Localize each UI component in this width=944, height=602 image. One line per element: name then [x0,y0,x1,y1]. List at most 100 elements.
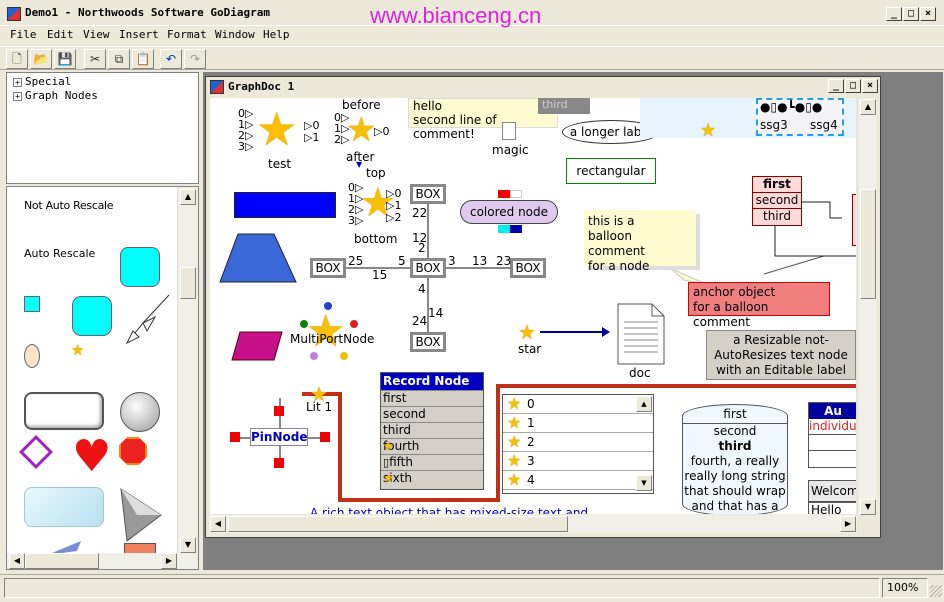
star-icon[interactable]: ★ [346,110,377,150]
new-icon[interactable]: 🗋 [6,49,28,69]
doc-maximize-button[interactable]: □ [845,79,861,93]
pin-node[interactable]: PinNode [250,428,308,446]
star-icon[interactable]: ★ [256,102,298,156]
list-item[interactable]: ★3 [503,452,653,471]
tree-view[interactable]: +Special +Graph Nodes [6,72,199,184]
trapezoid-node[interactable] [218,232,298,284]
colored-node[interactable]: colored node [460,200,558,224]
box-node-top[interactable]: BOX [410,184,446,204]
palette-diamond[interactable] [19,435,53,469]
star-icon[interactable]: ★ [306,306,346,357]
record-row[interactable]: first [381,390,483,406]
palette-gradient-rect[interactable] [24,487,104,527]
doc-hscrollbar[interactable]: ◀ ▶ [210,515,857,533]
list-item[interactable]: ★0 [503,395,653,414]
tree-item-graph-nodes[interactable]: +Graph Nodes [13,89,98,102]
pin[interactable] [274,406,284,416]
palette-rounded-rect[interactable] [24,392,104,430]
list-item[interactable]: ★4 [503,471,653,490]
parallelogram-node[interactable] [230,330,286,362]
palette-rounded-square[interactable] [120,247,160,287]
palette-hscrollbar[interactable]: ◀ ▶ [7,553,198,569]
palette-ellipse[interactable] [24,344,40,368]
list-node[interactable]: ★0 ★1 ★2 ★3 ★4 ▲ ▼ [502,394,654,494]
port-dot[interactable] [324,302,332,310]
box-node-bottom[interactable]: BOX [410,332,446,352]
doc-minimize-button[interactable]: _ [828,79,844,93]
box-node-right[interactable]: BOX [510,258,546,278]
ssg-group[interactable] [756,98,844,136]
paste-icon[interactable]: 📋 [132,49,154,69]
close-button[interactable]: × [920,7,936,21]
doc-close-button[interactable]: × [862,79,878,93]
palette[interactable]: Not Auto Rescale Auto Rescale ★ ♥ ▲ ▼ ◀ … [6,186,199,570]
palette-octagon[interactable] [119,437,147,465]
record-row[interactable]: ▯fifth [381,454,483,470]
maximize-button[interactable]: □ [903,7,919,21]
scroll-up-icon[interactable]: ▲ [180,189,196,205]
heart-icon[interactable]: ♥ [72,431,112,482]
menu-edit[interactable]: Edit [47,28,74,41]
save-icon[interactable]: 💾 [54,49,76,69]
scroll-down-icon[interactable]: ▼ [860,499,876,515]
palette-cyan-rounded[interactable] [72,296,112,336]
star-icon[interactable]: ★ [360,180,396,226]
redo-icon[interactable]: ↷ [184,49,206,69]
list-item[interactable]: ★2 [503,433,653,452]
palette-triangle[interactable] [117,485,167,545]
record-row[interactable]: second [381,406,483,422]
rich-text-node[interactable]: A rich text object that has mixed-size t… [310,506,589,514]
record-node[interactable]: Record Node first second third ★fourth ▯… [380,372,484,490]
diagram-canvas[interactable]: 0▷1▷2▷3▷ ★ ▷0▷1 test before 0▷1▷2▷ ★ ▷0 … [210,98,856,514]
menu-insert[interactable]: Insert [119,28,159,41]
palette-small-square[interactable] [24,296,40,312]
resize-grip[interactable] [930,585,942,597]
rectangular-node[interactable]: rectangular [566,158,656,184]
scroll-up-icon[interactable]: ▲ [636,396,652,412]
expand-icon[interactable]: + [13,91,22,101]
palette-sphere[interactable] [120,392,160,432]
box-node-left[interactable]: BOX [310,258,346,278]
record-row[interactable]: ★fourth [381,438,483,454]
expand-icon[interactable]: + [13,77,22,87]
au-table[interactable]: Au individu [808,402,856,468]
blue-rect-node[interactable] [234,192,336,218]
cut-icon[interactable]: ✂ [84,49,106,69]
port-dot[interactable] [310,352,318,360]
scroll-left-icon[interactable]: ◀ [9,553,25,569]
minimize-button[interactable]: _ [886,7,902,21]
scroll-down-icon[interactable]: ▼ [636,475,652,491]
menu-format[interactable]: Format [167,28,207,41]
port-dot[interactable] [300,320,308,328]
record-row[interactable]: ★sixth [381,470,483,486]
port-dot[interactable] [340,352,348,360]
hello-node[interactable]: Hello th [808,502,856,514]
menu-file[interactable]: File [10,28,37,41]
palette-vscrollbar[interactable]: ▲ ▼ [177,187,198,553]
welcome-node[interactable]: Welcom [808,480,856,502]
port-dot[interactable] [350,320,358,328]
cylinder-node[interactable]: first second third fourth, a really real… [682,404,788,514]
scroll-up-icon[interactable]: ▲ [860,99,876,115]
pin[interactable] [320,432,330,442]
pin[interactable] [274,458,284,468]
menu-window[interactable]: Window [215,28,255,41]
document-icon[interactable] [616,302,666,366]
scroll-thumb[interactable] [860,189,876,299]
undo-icon[interactable]: ↶ [160,49,182,69]
star-icon[interactable]: ★ [71,341,85,359]
scroll-thumb[interactable] [180,267,196,299]
box-node-center[interactable]: BOX [410,258,446,278]
tree-item-special[interactable]: +Special [13,75,71,88]
star-icon[interactable]: ★ [518,320,536,344]
scroll-down-icon[interactable]: ▼ [180,537,196,553]
palette-link-arrow-icon[interactable] [117,291,173,347]
menu-help[interactable]: Help [263,28,290,41]
open-icon[interactable]: 📂 [30,49,52,69]
menu-view[interactable]: View [83,28,110,41]
scroll-thumb[interactable] [228,516,568,532]
